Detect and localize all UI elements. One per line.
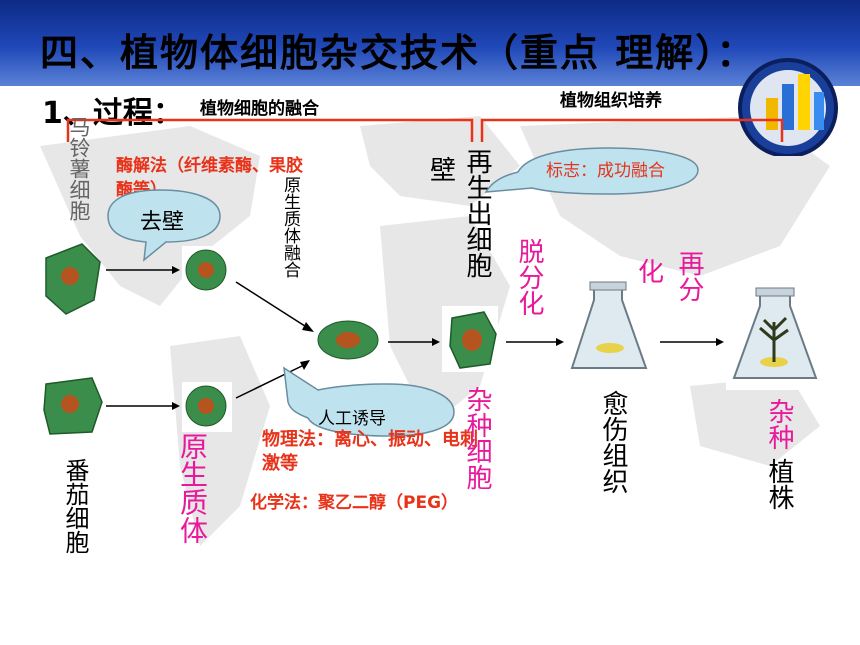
marker-text: 标志：成功融合 bbox=[546, 161, 665, 181]
callus-label: 愈伤组织 bbox=[598, 390, 628, 494]
redifferentiation-label-b: 化 bbox=[638, 258, 665, 288]
potato-cell-label: 马铃薯细胞 bbox=[67, 116, 91, 221]
remove-wall-text: 去壁 bbox=[140, 210, 185, 235]
dedifferentiation-label: 脱分化 bbox=[514, 238, 544, 316]
redifferentiation-label-a: 再分 bbox=[674, 250, 704, 302]
hybrid-plant-label-a: 杂种 bbox=[764, 398, 794, 450]
step-label: 1、过程： bbox=[42, 96, 183, 131]
plant-flask bbox=[732, 287, 818, 379]
callus-flask bbox=[570, 281, 648, 369]
chemical-method-text: 化学法：聚乙二醇（PEG） bbox=[250, 493, 459, 513]
induce-callout bbox=[283, 366, 455, 437]
stage-fusion-label: 植物细胞的融合 bbox=[200, 99, 319, 119]
title-banner bbox=[0, 0, 860, 86]
physical-method-text: 物理法：离心、振动、电刺激等 bbox=[262, 429, 478, 474]
protoplast-label: 原生质体 bbox=[176, 432, 209, 544]
hybrid-plant-label-b: 植株 bbox=[764, 458, 794, 510]
marker-callout bbox=[484, 147, 699, 195]
regenerate-cell-label: 再生出细胞 bbox=[462, 148, 492, 278]
stage-culture-label: 植物组织培养 bbox=[560, 91, 662, 111]
protoplast-fusion-label: 原生质体融合 bbox=[280, 176, 300, 278]
tomato-cell-label: 番茄细胞 bbox=[61, 458, 89, 554]
hybrid-cell-label: 杂种细胞 bbox=[462, 386, 492, 490]
page-title: 四、植物体细胞杂交技术（重点 理解）： bbox=[40, 31, 757, 75]
induce-text: 人工诱导 bbox=[318, 409, 386, 429]
bar-chart-icon bbox=[738, 58, 838, 156]
remove-wall-callout bbox=[107, 189, 221, 262]
wall-char: 壁 bbox=[430, 156, 457, 186]
